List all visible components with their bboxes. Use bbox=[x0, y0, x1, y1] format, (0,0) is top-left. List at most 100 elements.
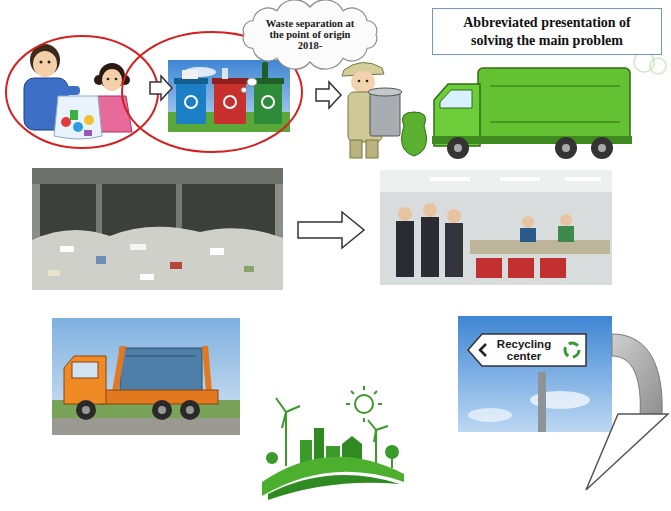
skip-truck-photo bbox=[152, 400, 172, 420]
skip-truck-photo bbox=[82, 406, 90, 414]
return-arrow bbox=[586, 334, 668, 490]
people-figure bbox=[73, 122, 83, 132]
eco-city-logo bbox=[262, 386, 404, 500]
people-figure bbox=[70, 110, 78, 120]
waste-worker bbox=[342, 62, 426, 158]
waste-warehouse-photo bbox=[244, 266, 254, 272]
people-figure bbox=[84, 130, 92, 136]
bins-photo bbox=[254, 82, 282, 124]
sorting-room-photo bbox=[445, 223, 463, 277]
sorting-room-photo bbox=[380, 170, 612, 285]
speech-tail bbox=[241, 88, 247, 93]
eco-city-logo bbox=[285, 412, 287, 466]
garbage-truck bbox=[440, 90, 472, 108]
sorting-room-photo bbox=[508, 258, 534, 278]
waste-warehouse-photo bbox=[170, 262, 182, 269]
sorting-room-photo bbox=[380, 170, 612, 285]
sorting-room-photo bbox=[522, 216, 534, 228]
waste-warehouse-photo bbox=[48, 270, 60, 276]
sign-chevron bbox=[480, 344, 486, 356]
sorting-room-photo bbox=[423, 203, 437, 217]
eco-city-logo bbox=[266, 452, 278, 464]
bins-photo bbox=[176, 82, 206, 124]
garbage-truck bbox=[478, 68, 630, 140]
eco-city-logo bbox=[346, 386, 382, 422]
garbage-truck bbox=[490, 122, 620, 123]
bins-photo bbox=[262, 62, 268, 79]
people-figure bbox=[24, 44, 132, 139]
speech-cloud: Waste separation at the point of origin … bbox=[236, 0, 384, 69]
bins-photo bbox=[212, 78, 248, 84]
garbage-truck bbox=[454, 144, 462, 152]
garbage-truck bbox=[598, 144, 606, 152]
waste-warehouse-photo bbox=[96, 184, 102, 236]
skip-truck-photo bbox=[158, 406, 166, 414]
waste-worker bbox=[370, 92, 400, 136]
faint-decoration bbox=[650, 58, 666, 74]
highlight-ellipse bbox=[6, 36, 158, 148]
recycling-sign-photo bbox=[458, 316, 612, 432]
skip-truck-photo bbox=[180, 400, 200, 420]
recycling-sign: Recycling center bbox=[468, 334, 586, 366]
sorting-room-photo bbox=[398, 207, 412, 221]
eco-city-logo bbox=[276, 398, 300, 428]
people-figure bbox=[54, 96, 102, 139]
garbage-truck bbox=[562, 144, 570, 152]
skip-truck-photo bbox=[112, 346, 126, 392]
flow-arrow bbox=[316, 82, 341, 108]
flow-arrow bbox=[298, 212, 364, 248]
skip-truck-photo bbox=[52, 318, 240, 435]
sorting-room-photo bbox=[421, 217, 439, 277]
sorting-room-photo bbox=[430, 177, 470, 181]
garbage-truck bbox=[555, 137, 577, 159]
people-figure bbox=[40, 61, 43, 64]
waste-warehouse-photo bbox=[32, 168, 283, 290]
garbage-truck bbox=[490, 86, 620, 87]
recycle-symbol bbox=[565, 343, 579, 357]
waste-warehouse-photo bbox=[96, 256, 106, 264]
return-arrow bbox=[612, 334, 662, 416]
skip-truck-photo bbox=[52, 318, 240, 435]
sorting-room-photo bbox=[558, 226, 574, 242]
recycling-sign-photo bbox=[468, 408, 512, 422]
waste-worker bbox=[402, 112, 427, 156]
waste-warehouse-photo bbox=[32, 227, 283, 290]
recycling-sign-photo bbox=[458, 316, 612, 432]
skip-truck-photo bbox=[186, 406, 194, 414]
eco-city-logo bbox=[391, 456, 393, 468]
people-figure bbox=[60, 86, 80, 95]
title-box: Abbreviated presentation of solving the … bbox=[432, 8, 662, 55]
node-text: Recycling center bbox=[492, 338, 556, 362]
sorting-room-photo bbox=[540, 258, 566, 278]
skip-truck-photo bbox=[72, 362, 98, 378]
bins-photo bbox=[168, 60, 290, 132]
people-figure bbox=[107, 78, 110, 81]
waste-warehouse-photo bbox=[130, 244, 146, 250]
cloud-outline bbox=[243, 0, 377, 69]
bins-photo bbox=[185, 96, 197, 108]
people-figure bbox=[84, 115, 94, 125]
skip-truck-photo bbox=[202, 346, 212, 392]
bins-photo bbox=[222, 68, 228, 79]
sorting-room-photo bbox=[447, 209, 461, 223]
waste-warehouse-photo bbox=[32, 168, 283, 290]
sorting-room-photo bbox=[560, 214, 572, 226]
bins-photo bbox=[182, 70, 198, 79]
bins-photo bbox=[224, 96, 236, 108]
sorting-room-photo bbox=[520, 228, 536, 242]
recycling-sign-photo bbox=[538, 372, 546, 432]
people-figure bbox=[102, 69, 122, 91]
waste-warehouse-photo bbox=[210, 248, 224, 255]
speech-tail bbox=[247, 78, 257, 86]
waste-warehouse-photo bbox=[60, 246, 74, 252]
waste-worker bbox=[358, 80, 361, 83]
flow-arrow bbox=[150, 76, 172, 100]
sorting-room-photo bbox=[380, 170, 612, 192]
bins-photo bbox=[262, 96, 274, 108]
people-figure bbox=[61, 117, 71, 127]
waste-worker bbox=[366, 140, 378, 158]
sorting-room-photo bbox=[476, 258, 502, 278]
people-figure bbox=[48, 61, 51, 64]
node-text: Waste separation at the point of origin … bbox=[258, 18, 362, 51]
skip-truck-photo bbox=[76, 400, 96, 420]
